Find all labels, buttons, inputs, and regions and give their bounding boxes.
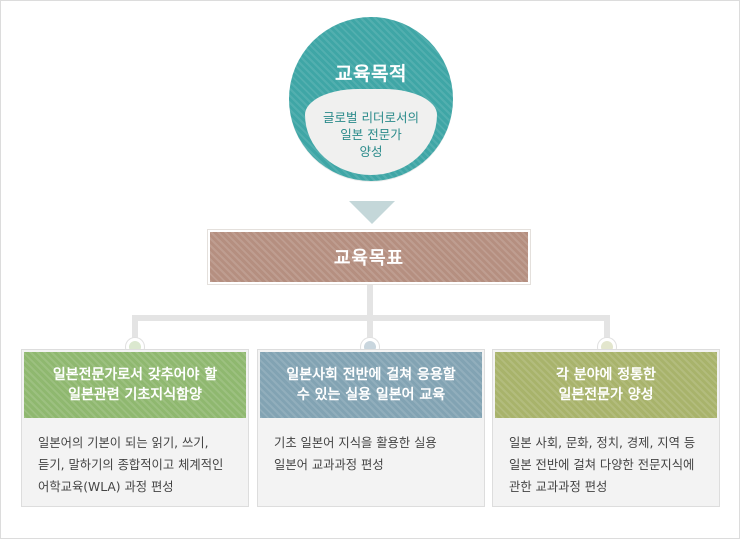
goal-title: 교육목표: [333, 248, 405, 269]
objective-box-2: 일본사회 전반에 걸쳐 응용할 수 있는 실용 일본어 교육 기초 일본어 지식…: [257, 349, 485, 507]
objective-body: 일본어의 기본이 되는 읽기, 쓰기, 듣기, 말하기의 종합적이고 체계적인 …: [38, 436, 224, 494]
goal-banner: 교육목표: [207, 229, 531, 285]
connector-drop-center: [367, 315, 373, 343]
purpose-title: 교육목적: [335, 63, 407, 85]
objective-heading: 일본사회 전반에 걸쳐 응용할 수 있는 실용 일본어 교육: [260, 352, 482, 418]
objective-heading: 각 분야에 정통한 일본전문가 양성: [495, 352, 717, 418]
objective-heading: 일본전문가로서 갖추어야 할 일본관련 기초지식함양: [24, 352, 246, 418]
goal-banner-fill: 교육목표: [210, 232, 528, 282]
down-pointer-icon: [349, 201, 395, 224]
connector-drop-right: [604, 315, 610, 343]
objective-box-3: 각 분야에 정통한 일본전문가 양성 일본 사회, 문화, 정치, 경제, 지역…: [492, 349, 720, 507]
objective-body: 일본 사회, 문화, 정치, 경제, 지역 등 일본 전반에 걸쳐 다양한 전문…: [509, 436, 696, 494]
objective-box-1: 일본전문가로서 갖추어야 할 일본관련 기초지식함양 일본어의 기본이 되는 읽…: [21, 349, 249, 507]
objective-body: 기초 일본어 지식을 활용한 실용 일본어 교과과정 편성: [274, 436, 437, 472]
connector-stem: [367, 285, 373, 315]
purpose-description: 글로벌 리더로서의 일본 전문가 양성: [323, 110, 419, 159]
connector-drop-left: [132, 315, 138, 343]
